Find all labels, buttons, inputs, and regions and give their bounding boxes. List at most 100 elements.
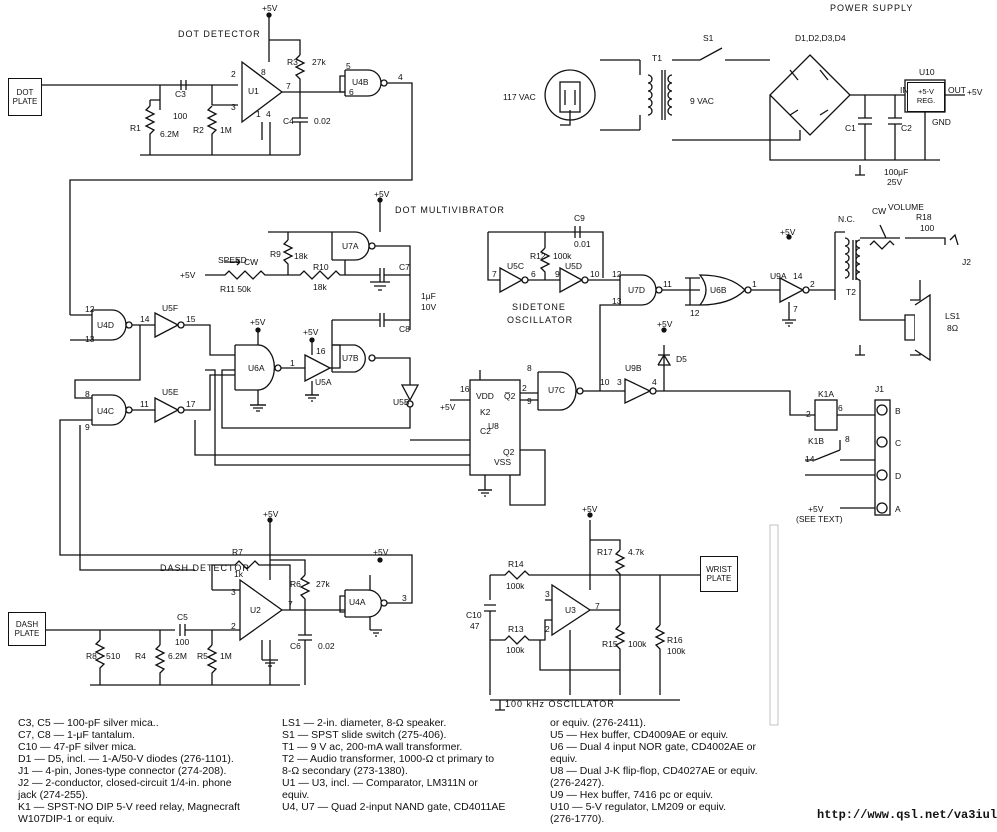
pin-number: 3 xyxy=(545,589,550,599)
j1-pin-a: A xyxy=(895,504,901,514)
t2-label: T2 xyxy=(846,287,856,297)
parts-line: (276-2427). xyxy=(550,777,605,789)
u8-vdd-label: VDD xyxy=(476,391,494,401)
r11-label: R11 50k xyxy=(220,284,252,294)
r16-value: 100k xyxy=(667,646,686,656)
u4c-label: U4C xyxy=(97,406,115,416)
pin-number: 10 xyxy=(600,377,610,387)
u5d-buffer xyxy=(528,266,584,294)
c10-value: 47 xyxy=(470,621,480,631)
pin-number: 3 xyxy=(231,102,236,112)
r14-resistor xyxy=(490,570,620,580)
parts-line: 8-Ω secondary (273-1380). xyxy=(282,765,408,777)
pin-number: 14 xyxy=(805,454,815,464)
pin-number: 7 xyxy=(595,601,600,611)
flipflop-and-output xyxy=(450,304,815,506)
u7a-label: U7A xyxy=(342,241,359,251)
pin-number: 9 xyxy=(85,422,90,432)
c7-c8-value-1: 1μF xyxy=(421,291,436,301)
diodes-label: D1,D2,D3,D4 xyxy=(795,33,846,43)
r14-value: 100k xyxy=(506,581,525,591)
parts-line: J1 — 4-pin, Jones-type connector (274-20… xyxy=(18,765,227,777)
u6b-label: U6B xyxy=(710,285,727,295)
dash-plate-label: DASH PLATE xyxy=(14,619,40,638)
parts-line: jack (274-255). xyxy=(18,789,89,801)
parts-line: T2 — Audio transformer, 1000-Ω ct primar… xyxy=(282,753,495,765)
u5b-label: U5B xyxy=(393,397,410,407)
r4-r5-r8-resistors xyxy=(94,639,218,685)
supply-label: +5V xyxy=(250,317,266,327)
u5f-label: U5F xyxy=(162,303,179,313)
supply-label: +5V xyxy=(582,504,598,514)
pin-number: 4 xyxy=(266,109,271,119)
u5b-buffer xyxy=(375,357,420,402)
u9a-buffer xyxy=(751,276,805,304)
oscillator-100khz-title: 100 kHz OSCILLATOR xyxy=(505,699,615,709)
u4b-label: U4B xyxy=(352,77,369,87)
parts-line: equiv. xyxy=(282,789,310,801)
parts-line: C7, C8 — 1-μF tantalum. xyxy=(18,729,135,741)
pin-number: 8 xyxy=(261,67,266,77)
r9-label: R9 xyxy=(270,249,281,259)
u10-regulator-label: +5-V REG. xyxy=(916,87,936,105)
pin-number: 14 xyxy=(793,271,803,281)
bridge-rectifier xyxy=(769,54,851,136)
pin-number: 7 xyxy=(793,304,798,314)
supply-label: +5V xyxy=(303,327,319,337)
c1-label: C1 xyxy=(845,123,856,133)
u10-regulator-box: +5-V REG. xyxy=(907,82,945,112)
r1-r2-resistors xyxy=(144,105,218,155)
out-label: OUT xyxy=(948,85,966,95)
pin-number: 2 xyxy=(231,69,236,79)
speed-cw-label: CW xyxy=(244,257,259,267)
c9-value: 0.01 xyxy=(574,239,591,249)
c4-capacitor xyxy=(282,91,345,155)
s1-switch xyxy=(672,47,801,141)
parts-line: K1 — SPST-NO DIP 5-V reed relay, Magnecr… xyxy=(18,801,240,813)
ls1-label: LS1 xyxy=(945,311,961,321)
pin-number: 12 xyxy=(612,269,622,279)
u5c-label: U5C xyxy=(507,261,525,271)
pin-number: 6 xyxy=(838,403,843,413)
parts-line: U5 — Hex buffer, CD4009AE or equiv. xyxy=(550,729,729,741)
r1-label: R1 xyxy=(130,123,141,133)
r10-label: R10 xyxy=(313,262,329,272)
sidetone-oscillator xyxy=(487,226,835,306)
cap-value-1: 100μF xyxy=(884,167,909,177)
oscillator-100khz xyxy=(484,520,700,711)
r10-r11-resistors xyxy=(205,270,345,280)
pin-number: 10 xyxy=(590,269,600,279)
pin-number: 2 xyxy=(806,409,811,419)
u8-q2b-label: Q̅2 xyxy=(504,391,516,401)
u8-q2-label: Q2 xyxy=(503,447,515,457)
j2-jack xyxy=(905,233,959,246)
c9-capacitor xyxy=(574,226,581,238)
r17-value: 4.7k xyxy=(628,547,645,557)
r4-value: 6.2M xyxy=(168,651,187,661)
parts-line: equiv. xyxy=(550,753,578,765)
supply-label: +5V xyxy=(373,547,389,557)
r17-label: R17 xyxy=(597,547,613,557)
pin-number: 8 xyxy=(845,434,850,444)
dash-detector-title: DASH DETECTOR xyxy=(160,563,250,573)
u7c-gate xyxy=(537,371,577,411)
dot-detector-circuit xyxy=(8,15,413,315)
pin-number: 17 xyxy=(186,399,196,409)
pin-number: 1 xyxy=(290,358,295,368)
r6-value: 27k xyxy=(316,579,330,589)
parts-line: J2 — 2-conductor, closed-circuit 1/4-in.… xyxy=(18,777,232,789)
u7b-gate xyxy=(331,320,366,373)
dash-plate-box: DASH PLATE xyxy=(8,612,46,646)
r18-value: 100 xyxy=(920,223,935,233)
c6-label: C6 xyxy=(290,641,301,651)
parts-line: S1 — SPST slide switch (275-406). xyxy=(282,729,447,741)
dot-detector-title: DOT DETECTOR xyxy=(178,29,261,39)
u8-k2-label: K2 xyxy=(480,407,491,417)
parts-list-right: or equiv. (276-2411). U5 — Hex buffer, C… xyxy=(550,717,758,825)
u7b-label: U7B xyxy=(342,353,359,363)
u4a-gate xyxy=(344,589,383,618)
pin-number: 7 xyxy=(288,599,293,609)
r6-label: R6 xyxy=(290,579,301,589)
u9b-buffer xyxy=(583,377,652,405)
pin-number: 4 xyxy=(398,72,403,82)
